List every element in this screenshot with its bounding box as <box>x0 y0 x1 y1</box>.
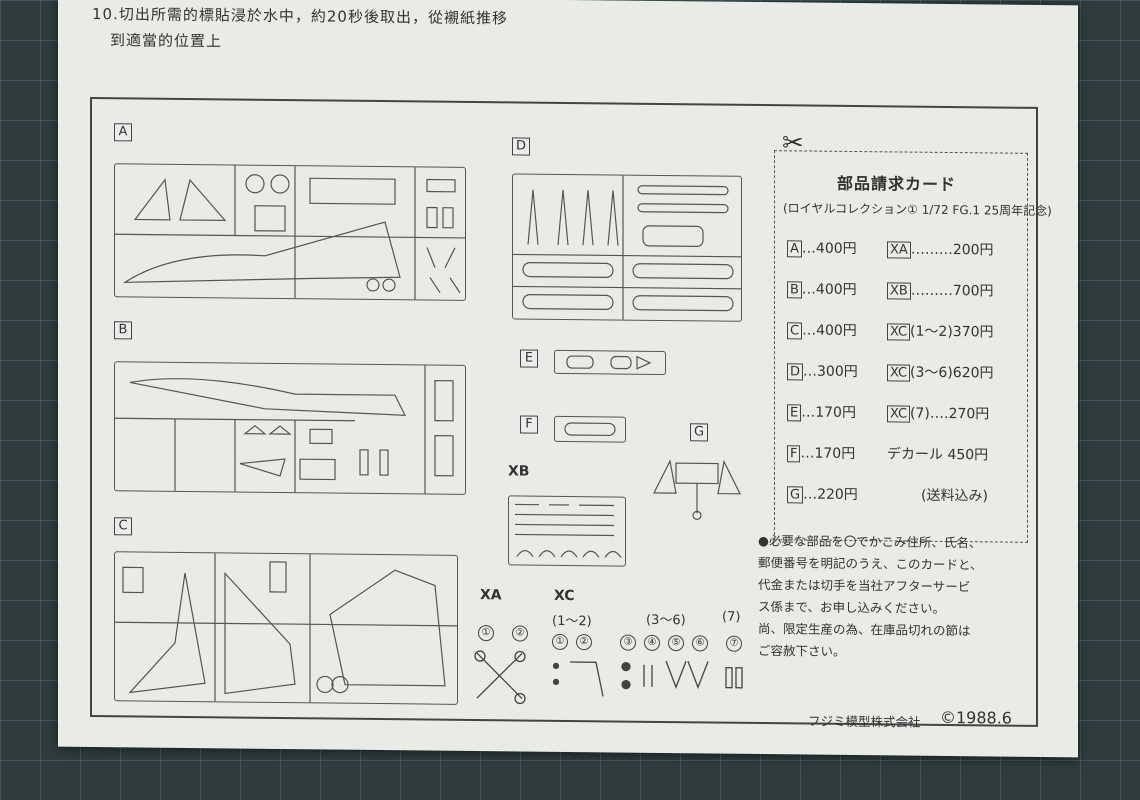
parts-frame: A <box>90 96 1052 727</box>
section-label-xa: XA <box>480 587 502 604</box>
price-row-xa: XA………200円 <box>887 238 994 259</box>
instruction-line-1: 10.切出所需的標貼浸於水中，約20秒後取出，從襯紙推移 <box>92 5 508 28</box>
sprue-a-parts <box>115 165 465 300</box>
xa-part-drawing <box>474 650 526 705</box>
xc-num-3: ③ <box>620 634 636 651</box>
sprue-xb-parts <box>515 503 622 558</box>
price-row-a: A…400円 <box>787 237 857 258</box>
price-row-d: D…300円 <box>787 360 858 381</box>
section-label-c: C <box>114 517 132 536</box>
xa-num-1: ① <box>478 625 494 642</box>
sprue-a <box>114 163 466 301</box>
sprue-c-parts <box>115 553 457 703</box>
section-label-f: F <box>520 415 538 434</box>
section-label-b: B <box>114 321 132 340</box>
price-row-xb: XB………700円 <box>887 279 994 300</box>
price-row-b: B…400円 <box>787 278 857 299</box>
xc-num-5: ⑤ <box>668 635 684 652</box>
section-label-d: D <box>512 137 530 156</box>
section-label-a: A <box>114 123 132 142</box>
section-label-xc: XC <box>554 587 575 605</box>
section-label-xb: XB <box>508 463 530 480</box>
price-row-xc-7: XC(7)‥‥270円 <box>887 402 989 423</box>
price-row-decal: デカール 450円 <box>887 446 989 464</box>
price-row-xc-3-6: XC(3～6)620円 <box>887 361 994 382</box>
xc-group-1-2: (1～2) <box>552 613 592 630</box>
sprue-e <box>554 349 666 376</box>
instruction-line-2: 到適當的位置上 <box>110 31 223 51</box>
sprue-f-parts <box>564 422 616 437</box>
xc-group-3-6: (3～6) <box>646 612 686 629</box>
xa-num-2: ② <box>512 625 528 642</box>
xc-group-7: (7) <box>722 609 741 625</box>
card-title: 部品請求カード <box>837 173 957 195</box>
price-row-g: G…220円 <box>787 483 858 504</box>
section-label-g: G <box>690 423 708 442</box>
xc-num-6: ⑥ <box>692 635 708 652</box>
sprue-g-parts <box>653 459 741 520</box>
price-row-shipping-note: (送料込み) <box>921 487 988 505</box>
sprue-b-parts <box>115 365 454 494</box>
sprue-c <box>114 551 458 705</box>
price-row-f: F…170円 <box>787 442 855 463</box>
xc-num-1: ① <box>552 633 568 650</box>
section-label-e: E <box>520 349 538 368</box>
price-row-xc-1-2: XC(1～2)370円 <box>887 320 994 341</box>
parts-order-card: 部品請求カード (ロイヤルコレクション① 1/72 FG.1 25周年記念) A… <box>774 150 1052 543</box>
sprue-b <box>114 361 466 495</box>
price-row-c: C…400円 <box>787 319 857 340</box>
note-line: ●必要な部品を〇でかこみ住所、氏名、 <box>758 532 982 551</box>
note-line: ご容赦下さい。 <box>758 642 846 659</box>
note-line: 尚、限定生産の為、在庫品切れの節は <box>758 620 971 639</box>
xc-num-4: ④ <box>644 634 660 651</box>
company-name: フジミ模型株式会社 <box>808 713 921 730</box>
print-date: ©1988.6 <box>940 707 1012 728</box>
sprue-d <box>512 173 742 322</box>
xc-num-2: ② <box>576 634 592 651</box>
note-line: ス係まで、お申し込みください。 <box>758 598 946 616</box>
sprue-f <box>554 415 626 443</box>
card-subtitle: (ロイヤルコレクション① 1/72 FG.1 25周年記念) <box>783 201 1052 219</box>
price-row-e: E…170円 <box>787 401 856 422</box>
note-line: 代金または切手を当社アフターサービ <box>758 576 971 595</box>
xc-parts-drawing <box>552 660 743 697</box>
instruction-sheet: 10.切出所需的標貼浸於水中，約20秒後取出，從襯紙推移 到適當的位置上 A <box>58 0 1078 758</box>
sprue-xb <box>508 495 626 567</box>
xc-num-7: ⑦ <box>726 635 742 652</box>
order-notes: ●必要な部品を〇でかこみ住所、氏名、 郵便番号を明記のうえ、このカードと、 代金… <box>758 530 1033 665</box>
sprue-e-parts <box>566 355 652 370</box>
note-line: 郵便番号を明記のうえ、このカードと、 <box>758 554 983 573</box>
sprue-g <box>652 453 742 524</box>
sprue-d-parts <box>513 175 741 320</box>
